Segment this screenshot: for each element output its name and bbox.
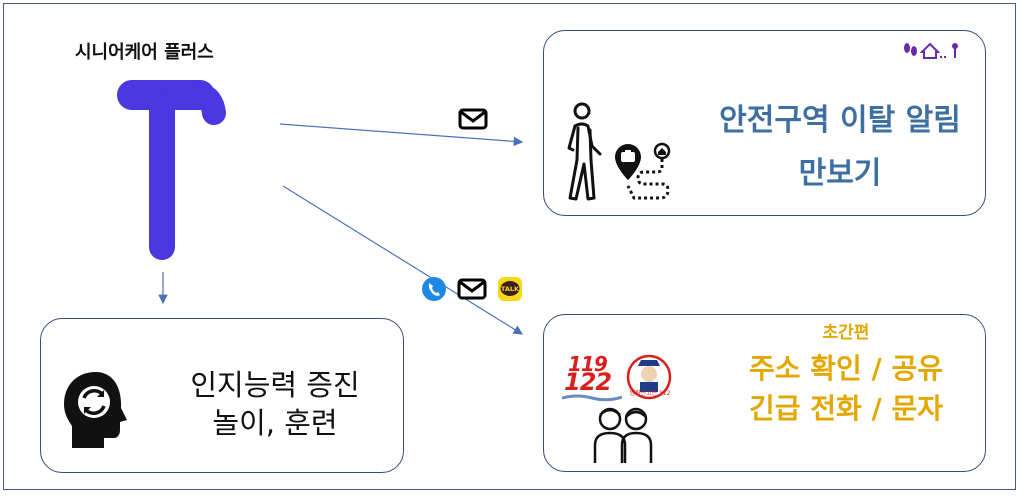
route-map-icon: [615, 142, 671, 200]
phone-icon: [422, 277, 446, 301]
police-label: 범죄신고는 112: [629, 390, 671, 397]
badge-119: 119: [568, 352, 608, 376]
mail-icon-2: [457, 278, 487, 300]
emergency-subtitle: 초간편: [822, 323, 870, 343]
t-logo-icon: [117, 80, 226, 260]
badge-119-122: 119 122: [560, 352, 624, 402]
police-112-icon: [626, 354, 672, 400]
mail-icon: [458, 108, 488, 130]
kakaotalk-icon: TALK: [498, 277, 522, 301]
cognitive-line-1: 인지능력 증진: [190, 368, 360, 402]
safety-line-1: 안전구역 이탈 알림: [719, 103, 961, 138]
badge-122: 122: [564, 368, 612, 396]
arrow-to-safety: [279, 123, 524, 147]
cognitive-line-2: 놀이, 훈련: [212, 406, 338, 440]
arrow-to-emergency: [282, 185, 524, 335]
svg-text:TALK: TALK: [501, 285, 520, 293]
emergency-line-1: 주소 확인 / 공유: [748, 352, 944, 385]
app-title: 시니어케어 플러스: [75, 42, 214, 63]
safety-line-2: 만보기: [798, 156, 882, 191]
emergency-feature-box: [543, 314, 986, 472]
brain-head-icon: [64, 372, 127, 448]
outer-frame: [3, 3, 1016, 490]
steps-home-icon: [904, 42, 958, 59]
seniors-icon: [593, 407, 653, 463]
walking-person-icon: [567, 102, 602, 201]
emergency-line-2: 긴급 전화 / 문자: [748, 392, 944, 425]
safety-feature-box: [543, 30, 986, 216]
